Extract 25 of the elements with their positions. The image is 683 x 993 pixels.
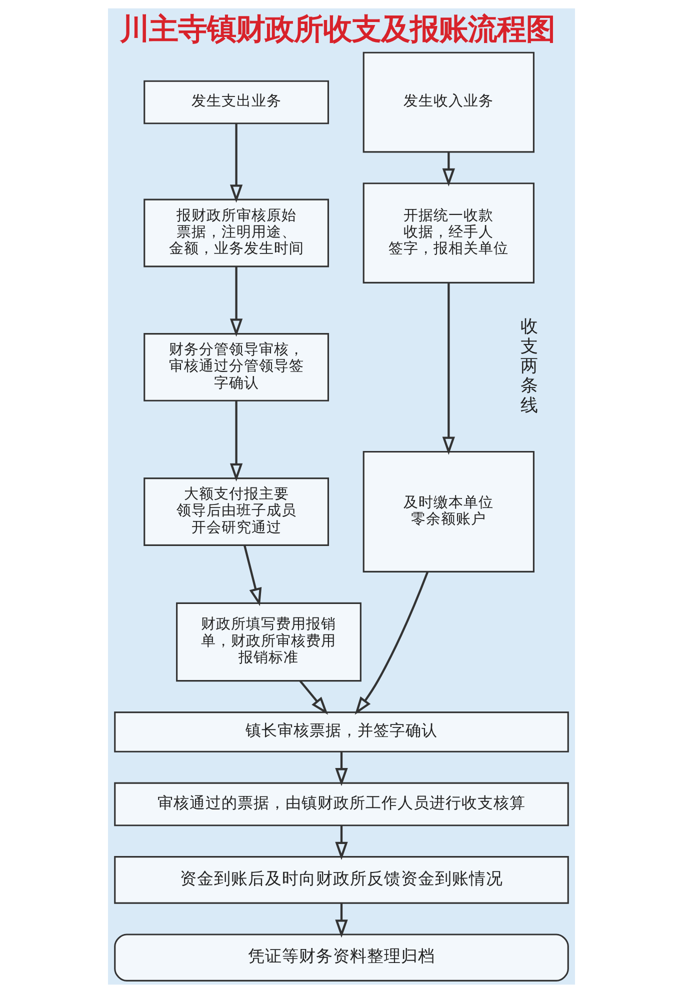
node-box: 及时缴本单位零余额账户 (362, 450, 534, 572)
node-box: 资金到账后及时向财政所反馈资金到账情况 (114, 856, 569, 904)
node-box: 发生收入业务 (362, 52, 534, 153)
node-box: 报财政所审核原始票据，注明用途、金额，业务发生时间 (144, 198, 330, 268)
arrow (354, 571, 429, 715)
node-box: 财务分管领导审核，审核通过分管领导签字确认 (144, 333, 330, 402)
arrow (442, 152, 455, 187)
node-box: 凭证等财务资料整理归档 (114, 934, 569, 982)
arrow (230, 266, 243, 337)
arrow (442, 282, 455, 455)
node-box: 镇长审核票据，并签字确认 (114, 712, 569, 752)
arrow (335, 903, 348, 938)
node-box: 审核通过的票据，由镇财政所工作人员进行收支核算 (114, 782, 569, 826)
node-box: 发生支出业务 (144, 80, 330, 124)
label: 收支两条线 (520, 317, 538, 416)
node-box: 大额支付报主要领导后由班子成员开会研究通过 (144, 478, 330, 546)
arrow (335, 752, 348, 786)
node-box: 开据统一收款收据，经手人签字，报相关单位 (362, 182, 534, 284)
arrow (244, 545, 262, 606)
arrow (299, 680, 328, 715)
arrow (230, 400, 243, 482)
diagram-title: 川主寺镇财政所收支及报账流程图 (120, 12, 555, 46)
arrow (335, 826, 348, 860)
node-box: 财政所填写费用报销单，财政所审核费用报销标准 (176, 602, 362, 682)
arrow (230, 124, 243, 203)
